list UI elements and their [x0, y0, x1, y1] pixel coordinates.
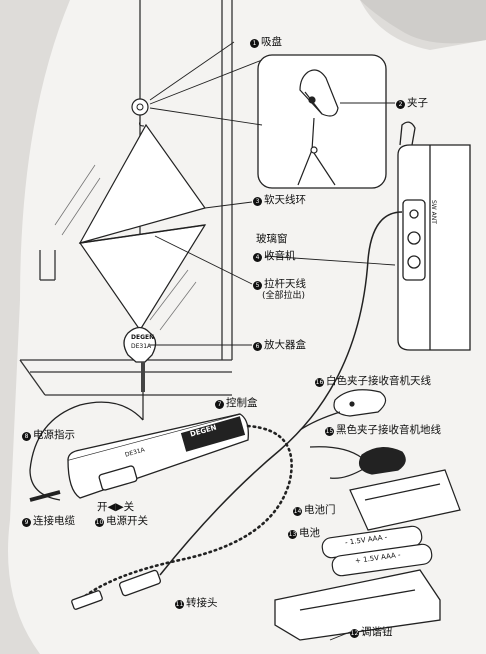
clip-inset: [257, 54, 387, 189]
antenna-loop: [78, 123, 206, 244]
label-telescopic-antenna-note: (全部拉出): [262, 291, 306, 301]
adapter: [71, 569, 161, 610]
battery-door: [349, 469, 461, 531]
label-switch-direction: 开◀▶关: [97, 501, 135, 513]
white-clip: [333, 389, 387, 417]
control-box: [67, 413, 249, 499]
amp-brand-text: DEGEN: [131, 334, 155, 341]
radio: [397, 121, 471, 351]
batteries: [321, 525, 433, 577]
suction-cup: [131, 98, 149, 127]
black-clip: [359, 447, 406, 475]
amplifier-box: [123, 326, 157, 420]
label-window: 玻璃窗: [256, 233, 288, 245]
amp-model-text: DE31A: [131, 343, 152, 350]
radio-sw-ant-text: SW ANT: [430, 200, 437, 224]
battery-compartment: [274, 569, 441, 641]
